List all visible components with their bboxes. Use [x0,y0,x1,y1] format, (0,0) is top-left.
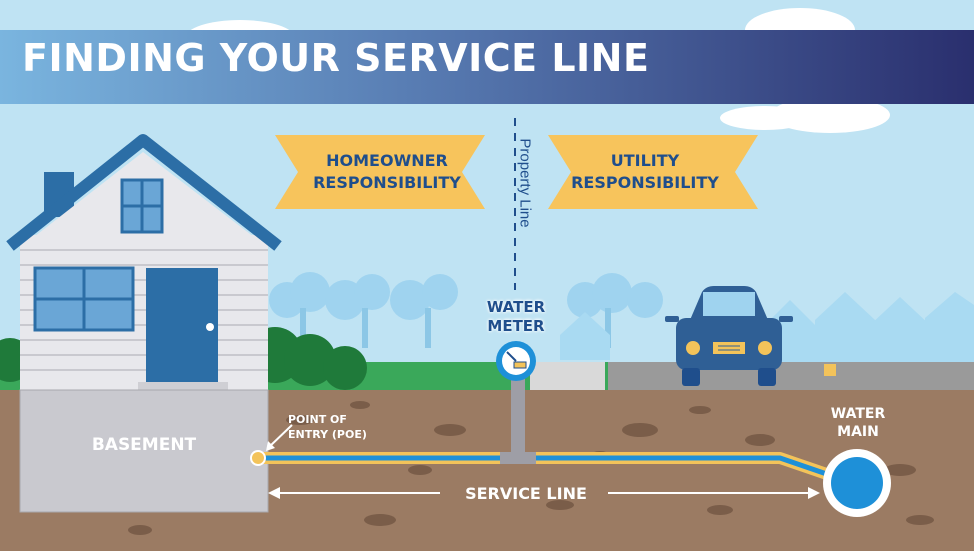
homeowner-line-2: RESPONSIBILITY [313,173,461,192]
homeowner-ribbon [275,135,485,209]
meter-base [500,452,536,464]
house-door [146,268,218,383]
house-roof [6,134,282,251]
house [6,134,282,392]
poe-label: POINT OF ENTRY (POE) [288,412,388,442]
utility-ribbon [548,135,758,209]
service-line-arrows [268,487,820,499]
car-icon [665,286,793,386]
water-meter-label: WATER METER [476,298,556,336]
poe-arrow [267,424,293,449]
water-meter-line-2: METER [487,317,545,335]
water-main-line-1: WATER [830,406,886,422]
poe-line-1: POINT OF [288,413,347,426]
road [608,362,974,392]
door-step [138,382,228,392]
title-banner [0,30,974,104]
background-trees [269,272,663,348]
curb-valve [824,364,836,376]
water-main-label: WATER MAIN [810,405,906,441]
water-meter-icon [496,341,536,381]
curb [530,362,605,392]
water-meter-line-1: WATER [486,298,546,316]
homeowner-line-1: HOMEOWNER [326,151,448,170]
basement [19,389,269,513]
water-main-line-2: MAIN [837,424,879,440]
utility-line-2: RESPONSIBILITY [571,173,719,192]
utility-line-1: UTILITY [610,151,680,170]
background-houses [560,292,974,365]
meter-riser [511,372,525,458]
page-title: FINDING YOUR SERVICE LINE [22,36,650,80]
poe-line-2: ENTRY (POE) [288,428,367,441]
property-line-label: Property Line [516,138,534,228]
service-line-label: SERVICE LINE [465,484,587,503]
basement-label: BASEMENT [91,435,197,455]
homeowner-responsibility-label: HOMEOWNER RESPONSIBILITY [282,150,492,194]
utility-responsibility-label: UTILITY RESPONSIBILITY [540,150,750,194]
poe-marker [250,450,266,466]
door-knob [206,323,214,331]
